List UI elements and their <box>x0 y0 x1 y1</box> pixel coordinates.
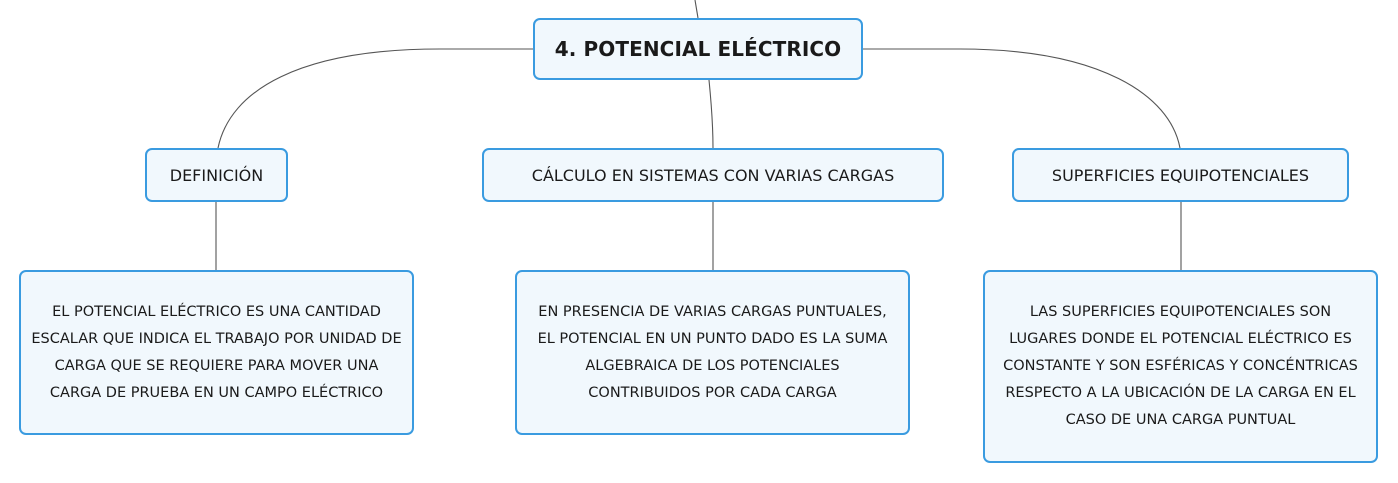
connector-root-to-calculo <box>708 79 714 149</box>
topic-label-superficies: SUPERFICIES EQUIPOTENCIALES <box>1051 165 1310 185</box>
topic-label-calculo: CÁLCULO EN SISTEMAS CON VARIAS CARGAS <box>531 165 895 185</box>
detail-text-definicion: EL POTENCIAL ELÉCTRICO ES UNA CANTIDAD E… <box>31 303 402 401</box>
topic-label-definicion: DEFINICIÓN <box>169 165 264 185</box>
connector-root-to-definicion <box>217 48 533 149</box>
detail-text-calculo: EN PRESENCIA DE VARIAS CARGAS PUNTUALES,… <box>537 303 888 401</box>
connector-parent-to-root <box>694 0 699 19</box>
detail-node-definicion[interactable]: EL POTENCIAL ELÉCTRICO ES UNA CANTIDAD E… <box>19 270 414 435</box>
detail-node-superficies[interactable]: LAS SUPERFICIES EQUIPOTENCIALES SON LUGA… <box>983 270 1378 463</box>
topic-node-superficies[interactable]: SUPERFICIES EQUIPOTENCIALES <box>1012 148 1349 202</box>
connector-root-to-superficies <box>863 48 1181 149</box>
topic-node-definicion[interactable]: DEFINICIÓN <box>145 148 288 202</box>
topic-node-calculo[interactable]: CÁLCULO EN SISTEMAS CON VARIAS CARGAS <box>482 148 944 202</box>
central-topic-label: 4. POTENCIAL ELÉCTRICO <box>554 37 842 61</box>
detail-node-calculo[interactable]: EN PRESENCIA DE VARIAS CARGAS PUNTUALES,… <box>515 270 910 435</box>
detail-text-superficies: LAS SUPERFICIES EQUIPOTENCIALES SON LUGA… <box>1003 304 1358 428</box>
central-topic-node[interactable]: 4. POTENCIAL ELÉCTRICO <box>533 18 863 80</box>
